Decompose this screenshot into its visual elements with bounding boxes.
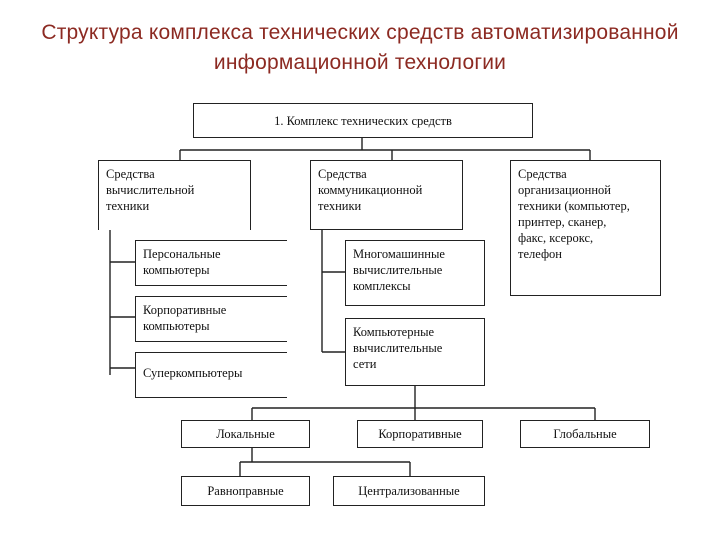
box-personal-computers: Персональные компьютеры [135,240,287,286]
root-box-label: 1. Комплекс технических средств [274,113,452,128]
box-computer-networks-label: Компьютерные вычислительные сети [353,325,443,371]
slide-title-line-2: информационной технологии [213,51,507,74]
box-computing-equipment: Средства вычислительной техники [98,160,251,230]
box-local-networks: Локальные [181,420,310,448]
root-box-technical-means: 1. Комплекс технических средств [193,103,533,138]
box-corporate-networks: Корпоративные [357,420,483,448]
box-peer-networks-label: Равноправные [207,484,284,498]
box-communication-equipment: Средства коммуникационной техники [310,160,463,230]
box-centralized-networks-label: Централизованные [358,484,460,498]
box-office-equipment-label: Средства организационной техники (компью… [518,167,630,261]
box-office-equipment: Средства организационной техники (компью… [510,160,661,296]
box-multimachine-complexes-label: Многомашинные вычислительные комплексы [353,247,445,293]
box-local-networks-label: Локальные [216,427,275,441]
box-personal-computers-label: Персональные компьютеры [143,247,221,277]
box-global-networks: Глобальные [520,420,650,448]
box-supercomputers: Суперкомпьютеры [135,352,287,398]
box-supercomputers-label: Суперкомпьютеры [143,366,243,380]
box-corporate-computers-label: Корпоративные компьютеры [143,303,227,333]
box-corporate-networks-label: Корпоративные [378,427,462,441]
slide-title: Структура комплекса технических средств … [20,18,700,78]
box-peer-networks: Равноправные [181,476,310,506]
box-multimachine-complexes: Многомашинные вычислительные комплексы [345,240,485,306]
box-communication-equipment-label: Средства коммуникационной техники [318,167,423,213]
box-global-networks-label: Глобальные [553,427,617,441]
slide-title-line-1: Структура комплекса технических средств … [41,21,679,44]
box-computer-networks: Компьютерные вычислительные сети [345,318,485,386]
box-centralized-networks: Централизованные [333,476,485,506]
box-computing-equipment-label: Средства вычислительной техники [106,167,195,213]
box-corporate-computers: Корпоративные компьютеры [135,296,287,342]
